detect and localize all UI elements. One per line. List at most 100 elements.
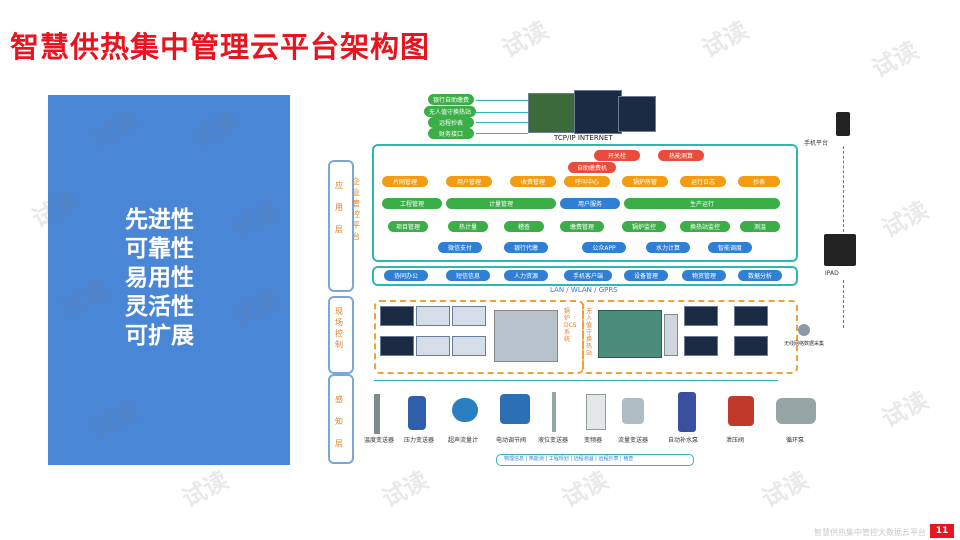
module-pill: 呼叫中心 [564,176,610,187]
watermark: 试读 [497,16,553,64]
connector-line [476,133,528,134]
layer-frame [328,160,354,292]
sensor-label: 压力变送器 [404,437,435,444]
sensor-label: 电动调节阀 [496,437,527,444]
control-console-icon [494,310,558,362]
sensor-bus-line [374,380,778,381]
feature-item: 可靠性 [125,236,194,262]
top-tag: 远程抄表 [428,117,474,128]
field-layer-label: 现 场 控 制 [335,307,343,349]
module-pill: 用户服务 [560,198,620,209]
scada-screen [416,306,450,326]
bottom-bar [496,454,694,466]
watermark: 试读 [867,36,923,84]
scada-screen [380,336,414,356]
watermark: 试读 [877,196,933,244]
red-tag: 热能测算 [658,150,704,161]
top-tag: 银行自助缴费 [428,94,474,105]
sense-layer-label: 感 知 层 [335,395,343,448]
office-layer-frame [372,266,798,286]
module-pill: 物资管理 [682,270,726,281]
module-pill: 短信信息 [446,270,490,281]
monitor-screen [618,96,656,132]
module-pill: 微信支付 [438,242,482,253]
network-label: LAN / WLAN / GPRS [550,286,618,294]
platform-label: 企 业 管 控 平 台 [352,177,360,241]
connector-line [476,122,528,123]
footer-text: 智慧供热集中管控大数据云平台 [814,528,926,537]
slide-title: 智慧供热集中管理云平台架构图 [10,30,431,64]
module-pill: 锅炉监控 [622,221,666,232]
module-pill: 收费管理 [510,176,556,187]
circulating-pump-icon [776,398,816,424]
watermark: 试读 [697,16,753,64]
pressure-transmitter-icon [408,396,426,430]
module-pill: 项目管理 [388,221,428,232]
module-pill: 协同办公 [384,270,428,281]
sensor-label: 流量变送器 [618,437,649,444]
feature-item: 可扩展 [125,323,194,349]
module-pill: 运行日志 [680,176,726,187]
level-sensor-icon [552,392,556,432]
sensor-label: 温度变送器 [364,437,395,444]
connector-dashed [843,146,844,232]
feature-list: 先进性 可靠性 易用性 灵活性 可扩展 [125,207,194,350]
heat-exchanger-icon [598,310,662,358]
module-pill: 手机客户端 [564,270,612,281]
red-tag: 自助缴费机 [568,162,616,173]
module-pill: 生产运行 [624,198,780,209]
sensor-label: 循环泵 [786,437,805,444]
module-pill: 换热站监控 [680,221,730,232]
scada-screen [452,306,486,326]
feature-item: 先进性 [125,207,194,233]
feature-panel [48,95,290,465]
phone-label: 手机平台 [804,140,829,147]
page-number: 11 [930,524,954,538]
module-pill: 计量管理 [446,198,556,209]
sensor-label: 变频器 [584,437,603,444]
module-pill: 人力资源 [504,270,548,281]
app-layer-frame [372,144,798,262]
footer: 智慧供热集中管控大数据云平台 11 [766,524,960,540]
layer-frame [328,374,354,464]
scada-screen [734,306,768,326]
field-right-frame [582,300,798,374]
module-pill: 工程管理 [382,198,442,209]
sensor-label: 自动补水泵 [668,437,699,444]
scada-screen [684,306,718,326]
field-vlabel-left: 锅炉DCS系统 [564,308,577,343]
ipad-label: IPAD [825,270,839,277]
connector-line [476,100,528,101]
top-tag: 无人值守换热站 [424,106,476,117]
connector-dashed [843,280,844,328]
flow-transmitter-icon [622,398,644,424]
module-pill: 水力计算 [646,242,690,253]
flowmeter-icon [452,398,478,422]
architecture-diagram: TCP/IP INTERNET 银行自助缴费 无人值守换热站 远程抄表 财务接口… [328,88,858,470]
layer-frame [328,296,354,374]
makeup-pump-icon [678,392,696,432]
field-vlabel-right: 无人值守换热站 [586,308,593,357]
module-pill: 智能调度 [708,242,752,253]
sensor-label: 超声流量计 [448,437,479,444]
inverter-icon [586,394,606,430]
connector-line [476,112,528,113]
monitor-screen [574,90,622,134]
scada-screen [416,336,450,356]
sensor-label: 泄压阀 [726,437,745,444]
tablet-icon [824,234,856,266]
module-pill: 片网管理 [382,176,428,187]
scada-screen [734,336,768,356]
feature-item: 灵活性 [125,294,194,320]
phone-icon [836,112,850,136]
internet-label: TCP/IP INTERNET [554,134,613,142]
monitor-screen [528,93,578,133]
red-tag: 开关栓 [594,150,640,161]
module-pill: 缴费管理 [560,221,604,232]
scada-screen [684,336,718,356]
app-layer-label: 应 用 层 [335,181,343,234]
module-pill: 热计量 [448,221,488,232]
control-valve-icon [500,394,530,424]
module-pill: 稽查 [504,221,544,232]
